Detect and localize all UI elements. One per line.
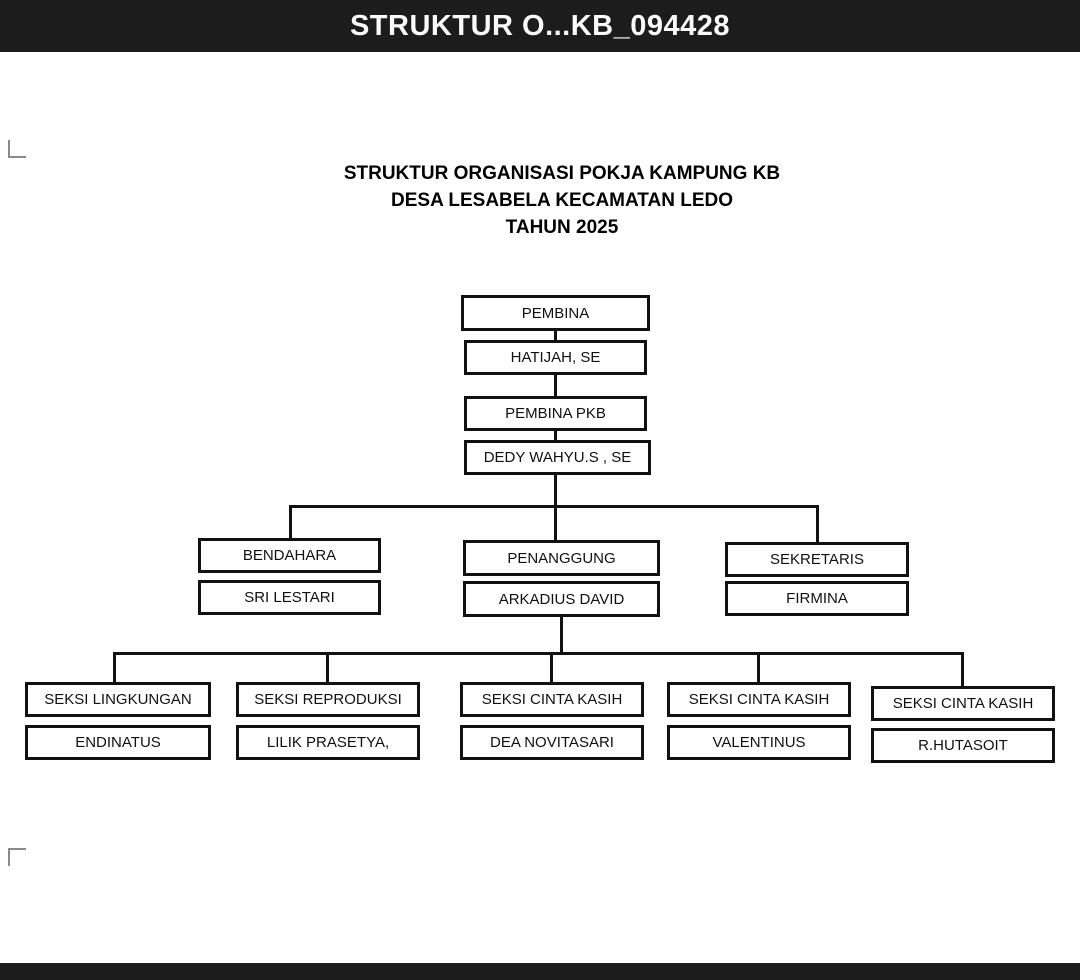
app-title-bar: STRUKTUR O...KB_094428 [0, 0, 1080, 52]
connector-drop-seksi-2 [326, 652, 329, 682]
org-node-seksi-cinta-kasih-1-name[interactable]: DEA NOVITASARI [460, 725, 644, 760]
connector-penanggung-drop [560, 617, 563, 655]
org-node-seksi-cinta-kasih-3[interactable]: SEKSI CINTA KASIH [871, 686, 1055, 721]
org-node-sekretaris-name[interactable]: FIRMINA [725, 581, 909, 616]
org-node-pembina-name[interactable]: HATIJAH, SE [464, 340, 647, 375]
org-node-pembina-pkb[interactable]: PEMBINA PKB [464, 396, 647, 431]
org-node-seksi-reproduksi-name[interactable]: LILIK PRASETYA, [236, 725, 420, 760]
connector-chain-2 [554, 375, 557, 397]
connector-drop-seksi-3 [550, 652, 553, 682]
connector-drop-seksi-4 [757, 652, 760, 682]
org-node-seksi-cinta-kasih-2[interactable]: SEKSI CINTA KASIH [667, 682, 851, 717]
connector-drop-seksi-5 [961, 652, 964, 686]
page-margin-mark-bottom [8, 848, 26, 866]
connector-drop-seksi-1 [113, 652, 116, 682]
document-filename: STRUKTUR O...KB_094428 [349, 9, 731, 42]
bottom-bar [0, 963, 1080, 980]
chart-title: STRUKTUR ORGANISASI POKJA KAMPUNG KB DES… [202, 160, 922, 241]
connector-chain-3 [554, 431, 557, 441]
org-node-seksi-cinta-kasih-1[interactable]: SEKSI CINTA KASIH [460, 682, 644, 717]
org-node-pembina-pkb-name[interactable]: DEDY WAHYU.S , SE [464, 440, 651, 475]
org-node-seksi-reproduksi[interactable]: SEKSI REPRODUKSI [236, 682, 420, 717]
org-node-seksi-cinta-kasih-2-name[interactable]: VALENTINUS [667, 725, 851, 760]
chart-title-line3: TAHUN 2025 [505, 217, 619, 238]
org-node-sekretaris[interactable]: SEKRETARIS [725, 542, 909, 577]
connector-chain-1 [554, 331, 557, 341]
org-node-bendahara-name[interactable]: SRI LESTARI [198, 580, 381, 615]
chart-title-line2: DESA LESABELA KECAMATAN LEDO [391, 190, 733, 211]
connector-drop-sekretaris [816, 505, 819, 542]
connector-branch-level2 [289, 505, 819, 508]
org-node-seksi-lingkungan[interactable]: SEKSI LINGKUNGAN [25, 682, 211, 717]
connector-branch-level3 [113, 652, 964, 655]
org-node-pembina[interactable]: PEMBINA [461, 295, 650, 331]
connector-drop-bendahara [289, 505, 292, 538]
org-node-penanggung[interactable]: PENANGGUNG [463, 540, 660, 576]
org-node-penanggung-name[interactable]: ARKADIUS DAVID [463, 581, 660, 617]
document-page[interactable]: STRUKTUR ORGANISASI POKJA KAMPUNG KB DES… [0, 52, 1080, 963]
org-node-seksi-cinta-kasih-3-name[interactable]: R.HUTASOIT [871, 728, 1055, 763]
page-margin-mark-top [8, 140, 26, 158]
org-node-seksi-lingkungan-name[interactable]: ENDINATUS [25, 725, 211, 760]
chart-title-line1: STRUKTUR ORGANISASI POKJA KAMPUNG KB [343, 163, 781, 184]
org-node-bendahara[interactable]: BENDAHARA [198, 538, 381, 573]
